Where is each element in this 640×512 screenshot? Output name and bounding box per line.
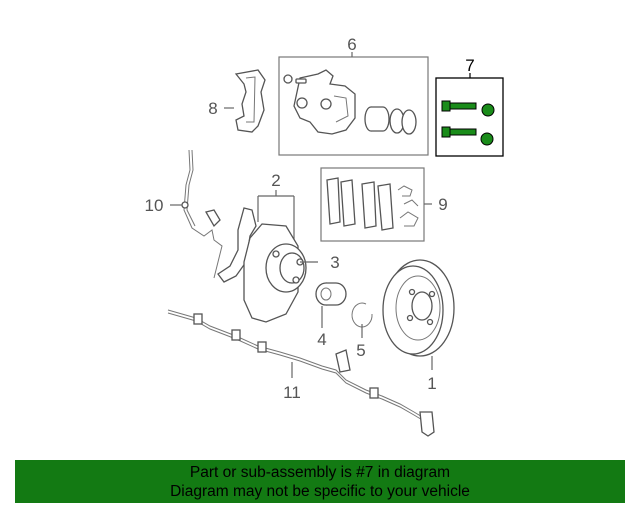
callout-9: 9 [438, 195, 447, 214]
callout-7: 7 [465, 56, 474, 75]
callout-6: 6 [347, 35, 356, 54]
caliper-assembly-group [278, 52, 429, 156]
callout-11: 11 [283, 383, 301, 402]
wheel-bearing-group [315, 282, 347, 328]
callout-2: 2 [271, 171, 280, 190]
caliper-bolt-kit-group [435, 73, 504, 157]
wear-sensor-harness-group [167, 309, 435, 437]
footer-line-part-number: Part or sub-assembly is #7 in diagram [189, 463, 451, 481]
caliper-bracket-group [224, 69, 266, 133]
brake-pad-kit-group [320, 167, 432, 242]
snap-ring-group [351, 302, 373, 338]
callout-3: 3 [330, 253, 339, 272]
callout-5: 5 [356, 341, 365, 360]
footer-banner: Part or sub-assembly is #7 in diagram Di… [15, 460, 625, 503]
callout-4: 4 [317, 330, 326, 349]
parts-diagram: 1 2 3 4 5 6 7 8 9 10 11 [145, 35, 504, 437]
knuckle-hub-group [217, 190, 318, 323]
callout-8: 8 [208, 99, 217, 118]
callout-10: 10 [145, 196, 164, 215]
callout-1: 1 [427, 374, 436, 393]
footer-line-disclaimer: Diagram may not be specific to your vehi… [170, 482, 470, 500]
brake-rotor-group [382, 259, 455, 370]
speed-sensor-group [170, 149, 223, 279]
